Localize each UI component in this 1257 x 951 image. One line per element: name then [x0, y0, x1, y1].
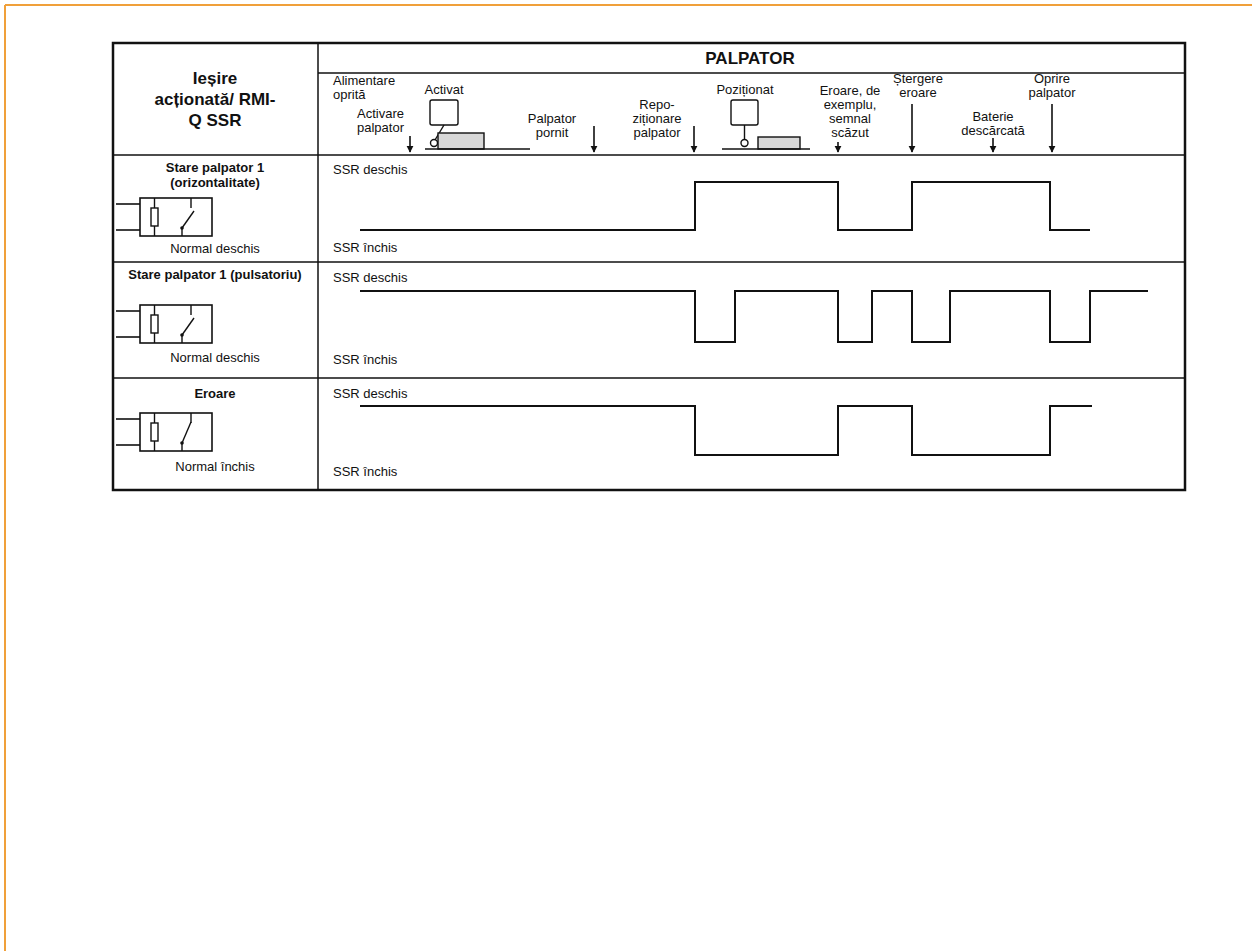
header-title: PALPATOR	[600, 49, 900, 69]
table-rule	[317, 43, 319, 490]
event-label: Ștergere eroare	[886, 72, 950, 100]
contact-type: Normal deschis	[123, 350, 307, 365]
pulse-waveform	[360, 291, 1148, 342]
event-arrow	[593, 126, 595, 152]
event-label: Eroare, de exemplu, semnal scăzut	[814, 84, 886, 140]
event-arrow	[992, 138, 994, 152]
event-label: Oprire palpator	[1019, 72, 1085, 100]
page-frame	[5, 4, 1252, 6]
ssr-state: SSR deschis	[333, 386, 463, 401]
event-label: Alimentare oprită	[333, 74, 407, 102]
ssr-state: SSR închis	[333, 464, 463, 479]
row-title: Stare palpator 1 (pulsatoriu)	[123, 267, 307, 282]
probe-deflected	[425, 100, 530, 149]
page-frame	[4, 5, 6, 951]
event-arrow	[409, 136, 411, 152]
state-label: Poziționat	[703, 83, 787, 97]
error-waveform	[360, 406, 1092, 455]
event-label: Baterie descărcată	[952, 110, 1034, 138]
row-title: Stare palpator 1 (orizontalitate)	[123, 160, 307, 190]
table-rule	[113, 377, 1185, 379]
column-header: Ieșire acționată/ RMI-Q SSR	[151, 68, 279, 131]
event-label: Repo- ziționare palpator	[625, 98, 689, 140]
event-label: Activare palpator	[340, 107, 404, 135]
level-waveform	[360, 182, 1090, 230]
table-rule	[113, 154, 1185, 156]
ssr-state: SSR închis	[333, 240, 463, 255]
relay-normally-open	[116, 198, 212, 236]
relay-normally-open	[116, 305, 212, 343]
event-arrow	[837, 142, 839, 152]
event-label: Palpator pornit	[520, 112, 584, 140]
event-arrow	[911, 104, 913, 152]
waveforms	[360, 182, 1148, 455]
row-title: Eroare	[123, 386, 307, 401]
event-arrow	[693, 126, 695, 152]
event-arrow	[1051, 104, 1053, 152]
table-border	[113, 43, 1185, 490]
contact-type: Normal deschis	[123, 241, 307, 256]
table-rule	[113, 261, 1185, 263]
ssr-state: SSR deschis	[333, 162, 463, 177]
probe-seated	[722, 100, 810, 149]
ssr-state: SSR închis	[333, 352, 463, 367]
ssr-state: SSR deschis	[333, 270, 463, 285]
state-label: Activat	[412, 83, 476, 97]
contact-type: Normal închis	[123, 459, 307, 474]
relay-normally-closed	[116, 413, 212, 451]
